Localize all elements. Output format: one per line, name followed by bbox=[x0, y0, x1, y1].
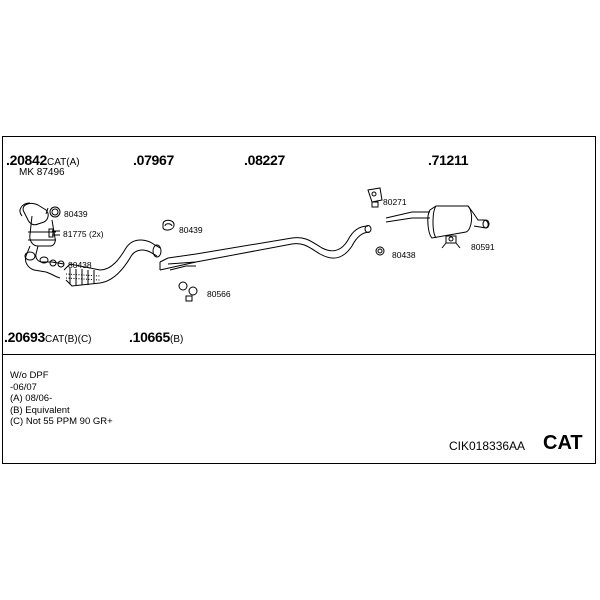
note-line: (C) Not 55 PPM 90 GR+ bbox=[10, 416, 113, 428]
note-line: (B) Equivalent bbox=[10, 404, 70, 416]
note-line: W/o DPF bbox=[10, 370, 49, 381]
hanger-80591-icon bbox=[441, 235, 461, 249]
clamp-80439-icon bbox=[45, 206, 61, 218]
label-80438-right: 80438 bbox=[392, 250, 416, 260]
part-71211: .71211 bbox=[428, 152, 469, 168]
clamp-80566-icon bbox=[178, 281, 198, 302]
part-07967: .07967 bbox=[133, 152, 175, 168]
part-20842: .20842CAT(A) bbox=[6, 152, 80, 168]
label-80271: 80271 bbox=[383, 197, 407, 207]
bolt-81775-icon bbox=[48, 228, 60, 238]
notes-block: W/o DPF -06/07 (A) 08/06- (B) Equivalent… bbox=[10, 370, 113, 428]
notes-divider bbox=[2, 354, 596, 355]
part-10665: .10665(B) bbox=[129, 329, 184, 345]
clamp-80439-mid-icon bbox=[162, 219, 175, 231]
clamp-80438-right-icon bbox=[375, 246, 385, 256]
diagram-frame bbox=[2, 136, 596, 464]
kit-code: CIK018336AA bbox=[449, 439, 526, 453]
clamp-80438-left-icon bbox=[49, 259, 65, 268]
note-line: (A) 08/06- bbox=[10, 393, 53, 405]
rear-muffler-icon bbox=[385, 205, 490, 239]
label-81775: 81775 (2x) bbox=[63, 229, 104, 239]
front-pipe-icon bbox=[63, 239, 162, 287]
label-80591: 80591 bbox=[471, 242, 495, 252]
middle-pipe-icon bbox=[159, 225, 372, 271]
label-80439-mid: 80439 bbox=[179, 225, 203, 235]
part-20693: .20693CAT(B)(C) bbox=[4, 329, 92, 345]
catalytic-converter-icon bbox=[19, 202, 65, 279]
note-line: -06/07 bbox=[10, 381, 37, 393]
hanger-80271-icon bbox=[367, 187, 383, 208]
label-80438-left: 80438 bbox=[68, 260, 92, 270]
part-08227: .08227 bbox=[244, 152, 286, 168]
label-80439-left: 80439 bbox=[64, 209, 88, 219]
mk-label: MK 87496 bbox=[19, 167, 65, 178]
cat-badge: CAT bbox=[543, 432, 583, 454]
label-80566: 80566 bbox=[207, 289, 231, 299]
